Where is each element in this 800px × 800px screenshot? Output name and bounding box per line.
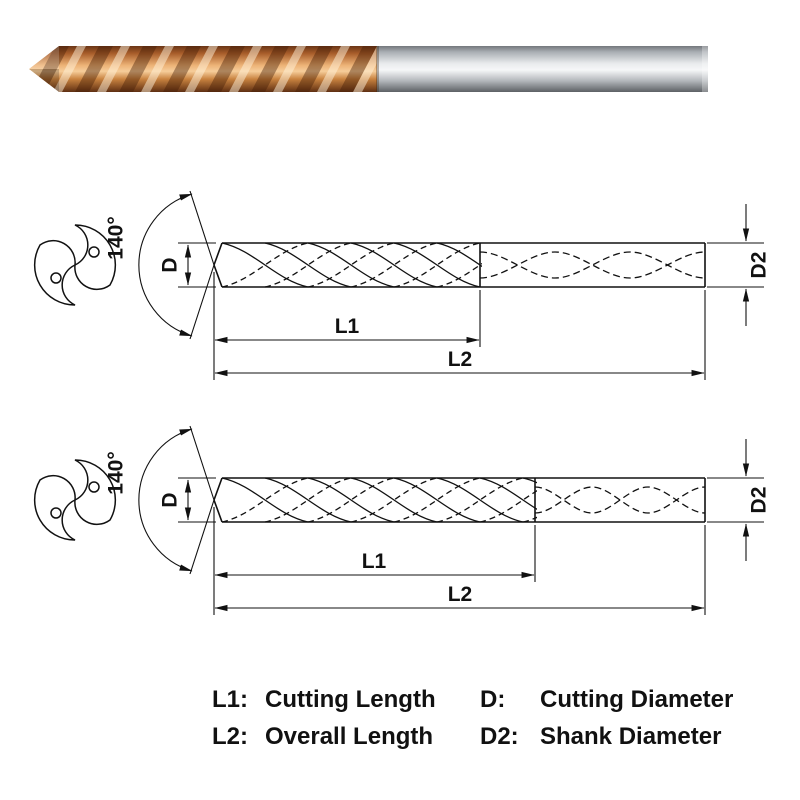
end-view [33, 224, 117, 306]
legend-desc-d2: Shank Diameter [540, 723, 722, 750]
drill-photo-tip-facet-top [29, 46, 59, 69]
drill-outline [213, 477, 706, 523]
legend-desc-l1: Cutting Length [265, 686, 436, 713]
coolant-channels [534, 486, 706, 514]
d-label: D [159, 492, 182, 507]
technical-drawing-top: 140° D D2 L1 L2 [33, 190, 771, 380]
legend-term-d: D: [480, 686, 506, 713]
l1-label: L1 [362, 550, 387, 573]
d2-label: D2 [748, 252, 771, 279]
d2-label: D2 [748, 487, 771, 514]
d2-extension-lines [707, 477, 764, 523]
legend-term-d2: D2: [480, 723, 519, 750]
drill-photo-spiral-flutes [29, 46, 377, 92]
legend-desc-d: Cutting Diameter [540, 686, 734, 713]
coolant-channels [479, 251, 706, 279]
point-angle-arc [138, 428, 193, 572]
legend-term-l1: L1: [212, 686, 248, 713]
coolant-hole-icon [50, 272, 62, 284]
dimension-lines [138, 190, 764, 380]
point-angle-lines [189, 425, 215, 575]
coolant-hole-icon [50, 507, 62, 519]
end-view [33, 459, 117, 541]
drill-photo-end-face [702, 46, 708, 92]
point-angle-label: 140° [105, 451, 128, 494]
l1-label: L1 [335, 315, 360, 338]
legend-desc-l2: Overall Length [265, 723, 434, 750]
flute-helix [221, 477, 537, 523]
l2-label: L2 [448, 348, 473, 371]
technical-drawing-bottom: 140° D D2 L1 L2 [33, 425, 771, 615]
coolant-hole-icon [88, 481, 100, 493]
drill-photo-seam [376, 46, 379, 92]
flute-helix [221, 242, 482, 288]
point-angle-lines [189, 190, 215, 340]
drill-photo-shank-section [377, 46, 708, 92]
drill-outline [213, 242, 706, 288]
d-extension-lines [178, 242, 216, 288]
point-angle-label: 140° [105, 216, 128, 259]
drill-photo [29, 46, 708, 92]
legend-term-l2: L2: [212, 723, 248, 750]
coolant-hole-icon [88, 246, 100, 258]
l2-label: L2 [448, 583, 473, 606]
legend: L1: Cutting Length D: Cutting Diameter L… [212, 686, 733, 751]
d2-extension-lines [707, 242, 764, 288]
d-extension-lines [178, 477, 216, 523]
point-angle-arc [138, 193, 193, 337]
d-label: D [159, 257, 182, 272]
dimension-lines [138, 425, 764, 615]
drill-photo-tip-facet-bottom [29, 69, 59, 92]
